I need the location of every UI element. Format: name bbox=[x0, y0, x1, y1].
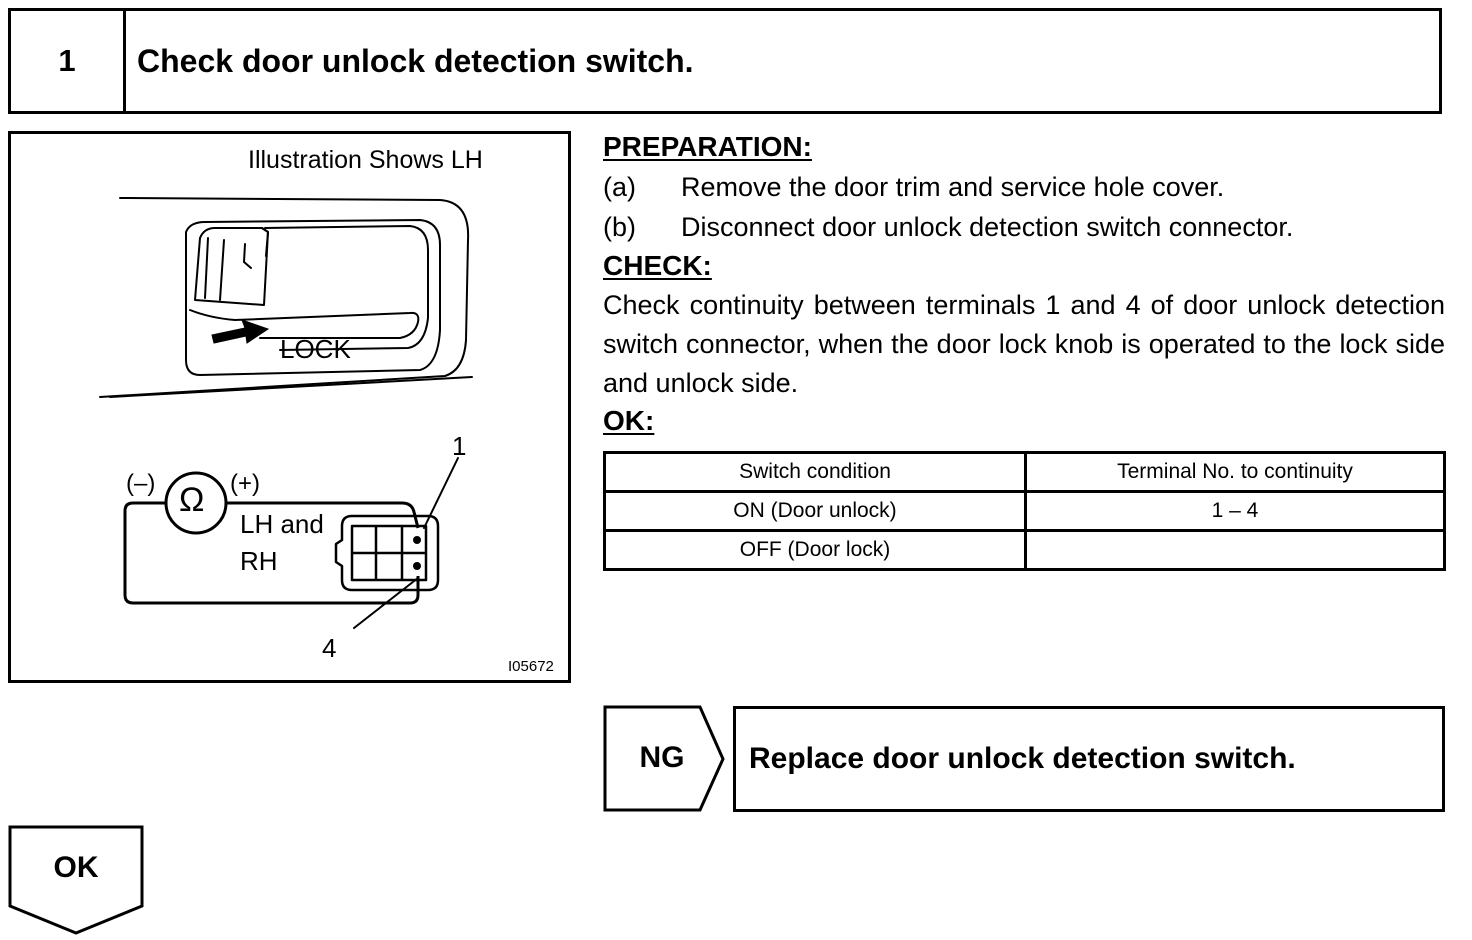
terminal-1-probe bbox=[413, 536, 421, 544]
ok-branch-label: OK bbox=[53, 851, 99, 884]
step-header: 1 Check door unlock detection switch. bbox=[8, 8, 1442, 114]
side-label-line1: LH and bbox=[240, 509, 324, 539]
terminal-4-label: 4 bbox=[322, 633, 337, 663]
ng-label: NG bbox=[639, 741, 685, 774]
positive-terminal-label: (+) bbox=[230, 470, 260, 497]
handle-recess-outer bbox=[185, 219, 441, 376]
preparation-step-a-text: Remove the door trim and service hole co… bbox=[681, 172, 1225, 202]
preparation-step-b-marker: (b) bbox=[603, 212, 636, 242]
table-cell: ON (Door unlock) bbox=[603, 490, 1027, 532]
preparation-step-a-marker: (a) bbox=[603, 172, 636, 202]
table-header-row: Switch condition Terminal No. to continu… bbox=[603, 451, 1446, 493]
ng-branch-arrow bbox=[603, 705, 725, 812]
continuity-table: Switch condition Terminal No. to continu… bbox=[603, 451, 1446, 571]
lock-arrow-icon bbox=[211, 319, 270, 344]
door-trim-outline bbox=[99, 197, 470, 398]
door-lock-illustration bbox=[99, 197, 473, 629]
terminal-4-probe bbox=[413, 562, 421, 570]
negative-terminal-label: (–) bbox=[126, 470, 156, 497]
check-text: Check continuity between terminals 1 and… bbox=[603, 290, 1445, 398]
connector-body bbox=[334, 514, 440, 592]
preparation-step-b-text: Disconnect door unlock detection switch … bbox=[681, 212, 1294, 242]
circuit-wire bbox=[123, 501, 420, 605]
lock-label: LOCK bbox=[280, 334, 351, 364]
illustration-caption: Illustration Shows LH bbox=[248, 146, 483, 174]
table-cell bbox=[1024, 529, 1446, 571]
preparation-heading: PREPARATION: bbox=[603, 131, 812, 162]
table-row: OFF (Door lock) bbox=[603, 529, 1446, 571]
step-title: Check door unlock detection switch. bbox=[137, 42, 694, 79]
table-cell: OFF (Door lock) bbox=[603, 529, 1027, 571]
table-cell: 1 – 4 bbox=[1024, 490, 1446, 532]
door-trim-lower-edge bbox=[109, 376, 473, 398]
ng-action-text: Replace door unlock detection switch. bbox=[749, 742, 1296, 775]
ng-action-box: Replace door unlock detection switch. bbox=[733, 706, 1445, 812]
leader-line-1 bbox=[423, 457, 459, 529]
table-header-cell: Switch condition bbox=[603, 451, 1027, 493]
ohm-symbol: Ω bbox=[179, 481, 205, 519]
side-label-line2: RH bbox=[240, 546, 278, 576]
table-header-cell: Terminal No. to continuity bbox=[1024, 451, 1446, 493]
step-number: 1 bbox=[11, 11, 126, 111]
terminal-1-label: 1 bbox=[452, 431, 467, 461]
handle-recess-inner bbox=[264, 225, 429, 351]
check-heading: CHECK: bbox=[603, 250, 712, 281]
illustration-code: I05672 bbox=[508, 658, 554, 675]
ok-branch-arrow bbox=[8, 825, 144, 935]
table-row: ON (Door unlock) 1 – 4 bbox=[603, 490, 1446, 532]
ohmmeter-icon bbox=[164, 471, 228, 535]
ok-heading: OK: bbox=[603, 405, 655, 436]
lock-slot bbox=[189, 309, 420, 339]
illustration-panel bbox=[8, 131, 571, 683]
